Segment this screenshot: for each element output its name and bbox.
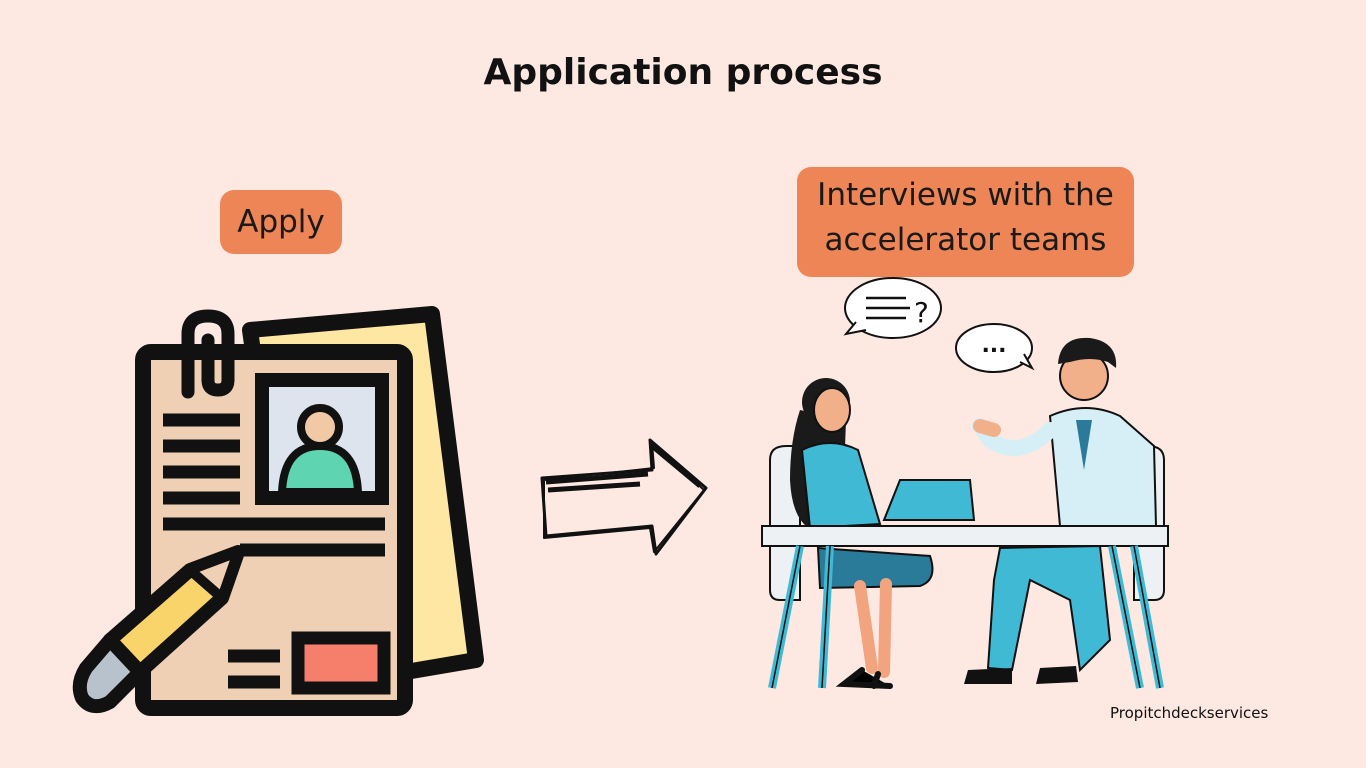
dots-text: ... [981, 333, 1006, 358]
resume-document-icon [72, 306, 484, 716]
interview-illustration [761, 337, 1169, 689]
question-mark-text: ? [914, 296, 929, 329]
speech-bubble-dots: ... [955, 323, 1035, 373]
hand-drawn-arrow-icon [540, 438, 708, 556]
step-apply-label: Apply [220, 190, 342, 254]
pencil-icon [72, 545, 245, 714]
speech-bubble-question: ? [843, 277, 942, 339]
credit-text: Propitchdeckservices [1110, 704, 1269, 722]
paperclip-icon [181, 309, 235, 399]
page-title: Application process [483, 52, 883, 93]
step-interviews-label: Interviews with the accelerator teams [797, 167, 1134, 277]
